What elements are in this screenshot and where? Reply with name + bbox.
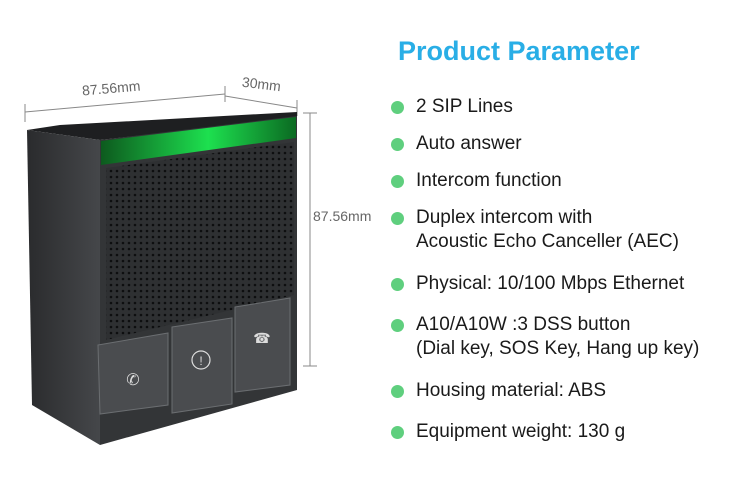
page-title: Product Parameter — [398, 36, 640, 66]
bullet-icon — [391, 426, 404, 439]
hang-up-icon: ☎ — [253, 330, 270, 346]
height-dimension-label: 87.56mm — [313, 208, 372, 224]
dial-button: ✆ — [97, 332, 169, 415]
bullet-icon — [391, 319, 404, 332]
sos-button: ! — [171, 317, 233, 414]
svg-text:!: ! — [199, 354, 202, 368]
param-item: Housing material: ABS — [391, 379, 606, 403]
intercom-device-image: ✆ ! ☎ — [24, 86, 317, 445]
param-item: Physical: 10/100 Mbps Ethernet — [391, 272, 684, 296]
bullet-icon — [391, 385, 404, 398]
param-item: Equipment weight: 130 g — [391, 420, 625, 444]
bullet-icon — [391, 138, 404, 151]
sos-exclamation-icon — [191, 350, 211, 370]
phone-call-icon: ✆ — [126, 372, 139, 389]
bullet-icon — [391, 101, 404, 114]
bullet-icon — [391, 278, 404, 291]
speaker-grille — [106, 142, 294, 340]
led-light-bar — [101, 117, 296, 165]
dimension-lines — [24, 86, 317, 367]
param-item: Intercom function — [391, 169, 562, 193]
bullet-icon — [391, 175, 404, 188]
param-item: 2 SIP Lines — [391, 95, 513, 119]
param-item: A10/A10W :3 DSS button(Dial key, SOS Key… — [391, 313, 699, 361]
hangup-button: ☎ — [234, 297, 291, 393]
param-item: Auto answer — [391, 132, 522, 156]
bullet-icon — [391, 212, 404, 225]
